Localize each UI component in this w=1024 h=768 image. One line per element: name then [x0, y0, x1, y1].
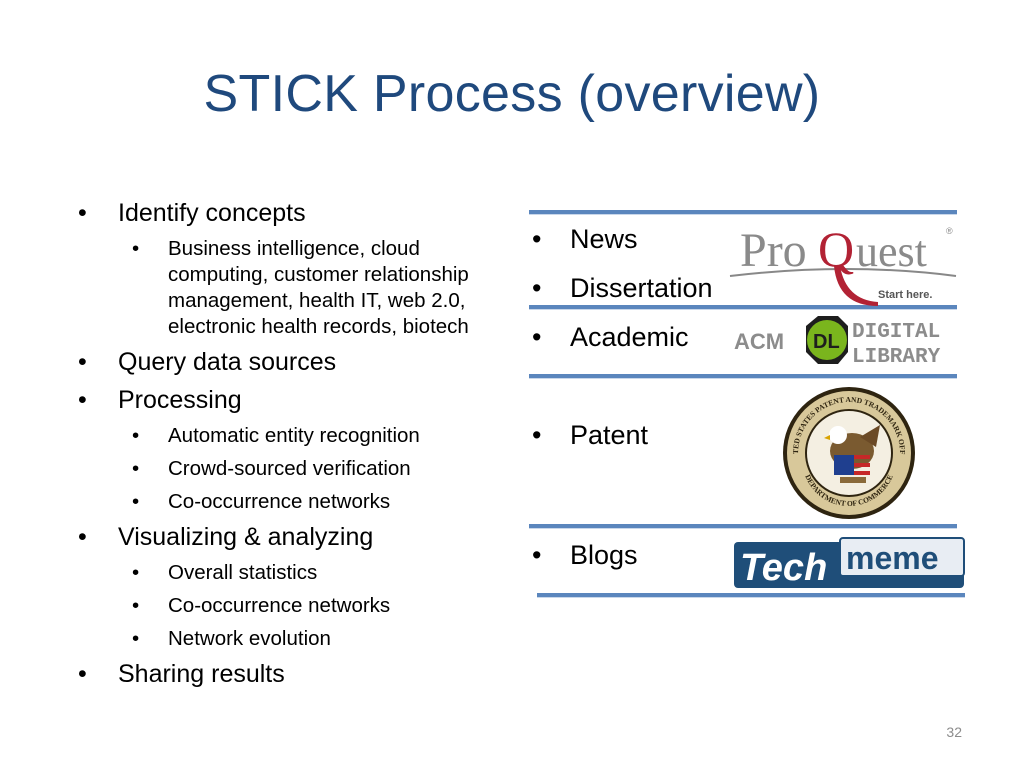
divider-line [529, 210, 957, 215]
sub-bullet-cooccurrence-networks: Co-occurrence networks [78, 489, 498, 515]
bullet-dissertation: Dissertation [532, 273, 713, 304]
bullet-news: News [532, 224, 638, 255]
svg-text:®: ® [946, 226, 953, 236]
sub-bullet-concept-list: Business intelligence, cloud computing, … [78, 236, 498, 340]
slide-title: STICK Process (overview) [203, 65, 821, 123]
bullet-patent: Patent [532, 420, 648, 451]
svg-text:DL: DL [813, 331, 840, 353]
bullet-query-data-sources: Query data sources [78, 347, 498, 377]
proquest-wordmark: Pro [740, 224, 807, 277]
sub-bullet-cooccurrence-networks-2: Co-occurrence networks [78, 593, 498, 619]
sub-bullet-entity-recognition: Automatic entity recognition [78, 423, 498, 449]
left-bullet-list: Identify concepts Business intelligence,… [78, 198, 498, 697]
svg-text:ACM: ACM [734, 329, 784, 354]
bullet-identify-concepts: Identify concepts [78, 198, 498, 228]
visualizing-sublist: Overall statistics Co-occurrence network… [78, 560, 498, 652]
techmeme-logo: Tech meme [734, 536, 966, 592]
sub-bullet-network-evolution: Network evolution [78, 626, 498, 652]
proquest-logo: Pro Q uest ® Start here. [728, 214, 960, 306]
processing-sublist: Automatic entity recognition Crowd-sourc… [78, 423, 498, 515]
bullet-visualizing-analyzing: Visualizing & analyzing [78, 522, 498, 552]
page-number: 32 [946, 724, 962, 740]
svg-text:Tech: Tech [740, 547, 827, 589]
svg-text:Start here.: Start here. [878, 289, 932, 301]
proquest-uest: uest [856, 227, 927, 276]
divider-line [529, 374, 957, 379]
svg-text:LIBRARY: LIBRARY [852, 346, 941, 369]
bullet-blogs: Blogs [532, 540, 638, 571]
identify-sublist: Business intelligence, cloud computing, … [78, 236, 498, 340]
sub-bullet-crowd-verification: Crowd-sourced verification [78, 456, 498, 482]
divider-line [537, 593, 965, 598]
bullet-academic: Academic [532, 322, 689, 353]
bullet-sharing-results: Sharing results [78, 659, 498, 689]
svg-text:meme: meme [846, 540, 939, 576]
bullet-processing: Processing [78, 385, 498, 415]
svg-text:DIGITAL: DIGITAL [852, 321, 940, 344]
divider-line [529, 305, 957, 310]
divider-line [529, 524, 957, 529]
uspto-seal-logo: UNITED STATES PATENT AND TRADEMARK OFFIC… [777, 378, 918, 521]
sub-bullet-overall-statistics: Overall statistics [78, 560, 498, 586]
acm-digital-library-logo: ACM DL DIGITAL LIBRARY [732, 312, 966, 370]
